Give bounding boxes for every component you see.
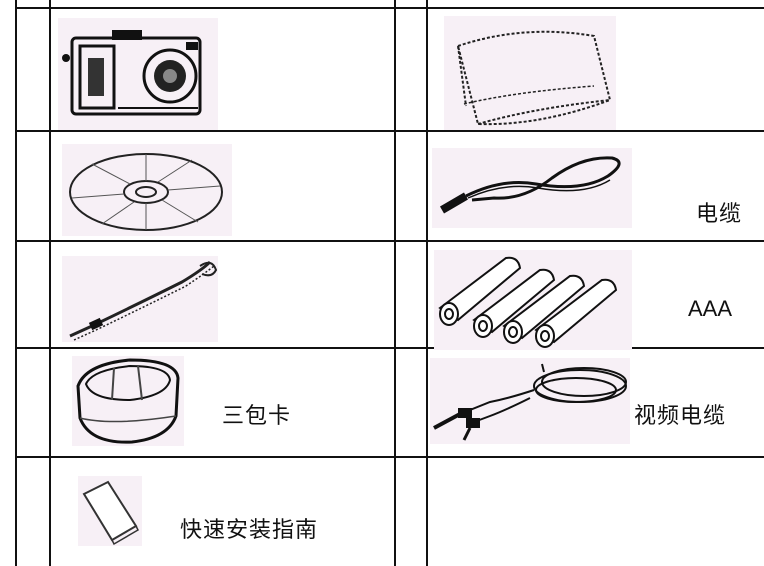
warranty-card-label: 三包卡 bbox=[222, 404, 292, 429]
usb-cable-icon bbox=[432, 148, 632, 228]
aaa-batteries-icon bbox=[434, 250, 632, 350]
column-divider bbox=[426, 0, 428, 566]
wrist-strap-icon bbox=[62, 256, 218, 342]
camera-case-icon bbox=[72, 356, 184, 446]
digital-camera-icon bbox=[58, 18, 218, 130]
table-border-top bbox=[15, 7, 764, 9]
quick-guide-label: 快速安装指南 bbox=[180, 518, 319, 543]
row-divider bbox=[15, 347, 764, 349]
row-divider bbox=[15, 456, 764, 458]
cd-rom-icon bbox=[62, 144, 232, 236]
row-divider bbox=[15, 130, 764, 132]
table-border-left bbox=[15, 0, 17, 566]
column-divider bbox=[49, 0, 51, 566]
batteries-label: AAA bbox=[688, 296, 733, 321]
row-divider bbox=[15, 240, 764, 242]
video-cable-label: 视频电缆 bbox=[634, 404, 727, 429]
column-divider bbox=[394, 0, 396, 566]
usb-cable-label: 电缆 bbox=[696, 202, 743, 227]
camera-pouch-icon bbox=[444, 16, 616, 130]
quick-guide-booklet-icon bbox=[78, 476, 142, 546]
video-cable-icon bbox=[430, 358, 630, 444]
